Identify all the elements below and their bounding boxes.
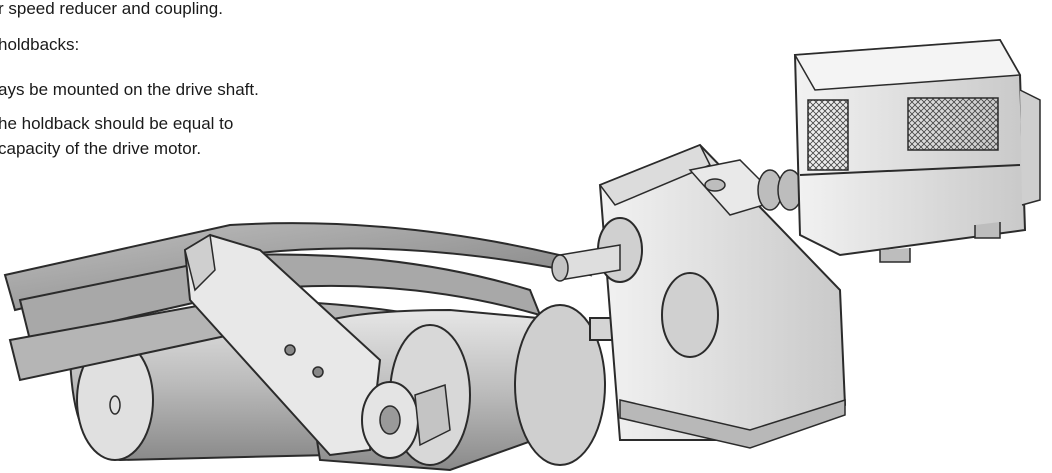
text-line-1: r speed reducer and coupling. (0, 0, 223, 18)
holdback-unit (361, 381, 451, 459)
text-line-2: holdbacks: (0, 35, 80, 54)
speed-reducer (551, 143, 847, 449)
motor-coupling (757, 169, 803, 211)
text-line-5: capacity of the drive motor. (0, 139, 202, 158)
text-line-3: ays be mounted on the drive shaft. (0, 80, 259, 99)
drive-motor (793, 38, 1041, 263)
text-line-4: he holdback should be equal to (0, 114, 234, 133)
